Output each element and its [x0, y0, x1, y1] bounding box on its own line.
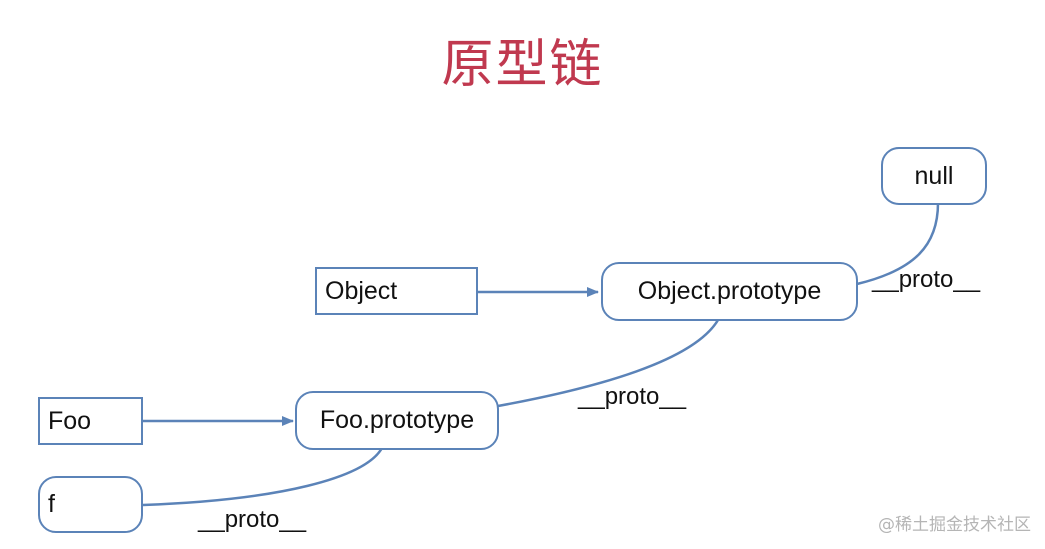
node-foo-prototype: Foo.prototype	[295, 391, 499, 450]
node-object: Object	[315, 267, 478, 315]
proto-link-object-prototype-to-null	[856, 202, 940, 286]
watermark: @稀土掘金技术社区	[878, 515, 1031, 535]
node-object-prototype: Object.prototype	[601, 262, 858, 321]
node-null: null	[881, 147, 987, 205]
edge-label-foo-prototype-to-object-prototype: __proto__	[578, 383, 687, 410]
node-f: f	[38, 476, 143, 533]
edge-label-f-to-foo-prototype: __proto__	[198, 506, 307, 533]
page-title: 原型链	[441, 35, 604, 95]
edge-label-object-prototype-to-null: __proto__	[872, 266, 981, 293]
node-foo: Foo	[38, 397, 143, 445]
proto-link-f-to-foo-prototype	[142, 447, 384, 507]
proto-link-foo-prototype-to-object-prototype	[497, 319, 720, 408]
